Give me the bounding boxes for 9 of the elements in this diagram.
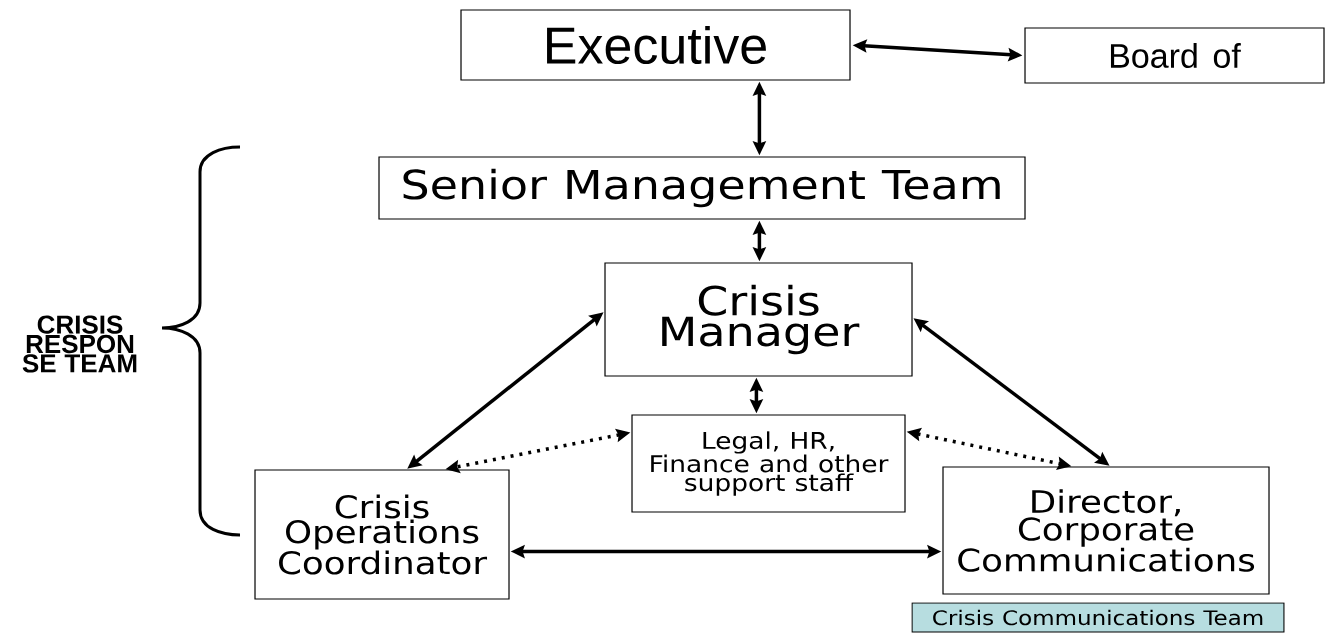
label-box: Crisis Communications Team — [911, 602, 1285, 633]
process-box: Crisis Manager — [604, 262, 913, 377]
process-box: Executive — [460, 9, 851, 81]
process-box: Crisis Operations Coordinator — [254, 469, 510, 600]
process-box: Legal, HR, Finance and other support staff — [631, 414, 906, 513]
process-box: Board of — [1024, 27, 1325, 84]
process-box: Senior Management Team — [378, 156, 1026, 220]
process-box: Director, Corporate Communications — [942, 466, 1270, 595]
bracket-label: CRISIS RESPON SE TEAM — [22, 315, 137, 373]
